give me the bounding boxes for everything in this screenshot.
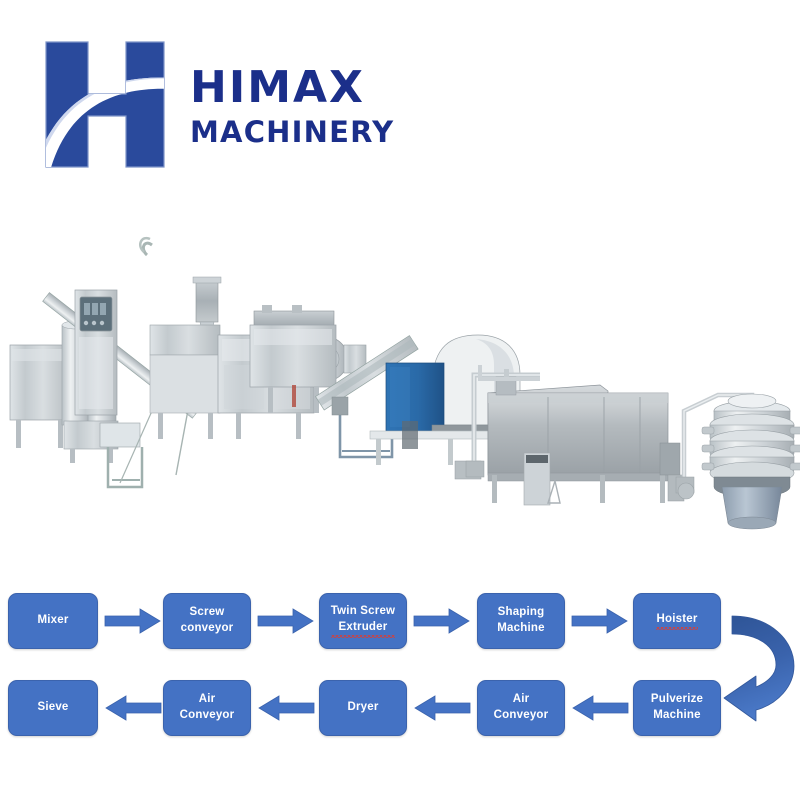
flow-step-label-line1: Twin Screw [330, 605, 396, 618]
flow-step-label-line2: Machine [653, 709, 701, 721]
flow-step-dryer[interactable]: Dryer [319, 680, 407, 736]
brand-wordmark: HIMAX MACHINERY [190, 66, 420, 147]
flow-step-label-line2: Conveyor [179, 709, 235, 721]
flow-connector-hoister-to-pulverize-curve [723, 615, 795, 722]
flow-step-label: Dryer [347, 701, 379, 714]
brand-tagline: MACHINERY [190, 115, 395, 149]
flow-step-air-conveyor-1[interactable]: Air Conveyor [477, 680, 565, 736]
air-conveyor-duct [465, 372, 540, 478]
brand-name: HIMAX [190, 62, 365, 113]
flow-arrow-air-conveyor-to-sieve [105, 695, 162, 721]
flow-arrow-extruder-to-shaping-machine [413, 608, 470, 634]
flow-step-label-line1: Air [512, 693, 530, 706]
control-cabinet-unit [74, 289, 118, 416]
himax-h-mark-icon [40, 38, 170, 171]
flow-step-air-conveyor-2[interactable]: Air Conveyor [163, 680, 251, 736]
flow-step-label-misspelled: Hoister [656, 612, 698, 630]
flow-step-label-line1: Shaping [497, 606, 545, 619]
flow-step-label: Mixer [37, 614, 69, 627]
flow-step-label-line1: Air [198, 693, 216, 706]
flow-arrow-screw-conveyor-to-extruder [257, 608, 314, 634]
flow-step-label-line2-misspelled: Extruder [330, 620, 396, 638]
flow-step-label-line1: Pulverize [650, 693, 704, 706]
flow-step-screw-conveyor[interactable]: Screw conveyor [163, 593, 251, 649]
flow-step-pulverize-machine[interactable]: Pulverize Machine [633, 680, 721, 736]
flow-step-hoister[interactable]: Hoister [633, 593, 721, 649]
flow-arrow-mixer-to-screw-conveyor [104, 608, 161, 634]
production-line-photo [0, 225, 800, 535]
flow-arrow-shaping-machine-to-hoister [571, 608, 628, 634]
flow-step-shaping-machine[interactable]: Shaping Machine [477, 593, 565, 649]
flow-step-label-line2: conveyor [180, 622, 234, 634]
multilayer-dryer-unit [478, 365, 685, 506]
flow-step-sieve[interactable]: Sieve [8, 680, 98, 736]
flow-arrow-air-conveyor-to-dryer [414, 695, 471, 721]
flow-arrow-dryer-to-air-conveyor [258, 695, 315, 721]
flow-arrow-pulverize-to-air-conveyor [572, 695, 629, 721]
flow-step-label-line2: Machine [497, 622, 545, 634]
brand-logo: HIMAX MACHINERY [40, 38, 420, 173]
rotary-vibrating-sieve-unit [701, 393, 800, 530]
process-flow-diagram: Mixer Screw conveyor Twin Screw Extruder… [0, 560, 800, 760]
flow-step-twin-screw-extruder[interactable]: Twin Screw Extruder [319, 593, 407, 649]
shaping-machine-unit [249, 305, 337, 413]
flow-step-label-line2: Conveyor [493, 709, 549, 721]
flow-step-label-line1: Screw [189, 606, 225, 619]
flow-step-label: Sieve [37, 701, 69, 714]
flow-step-mixer[interactable]: Mixer [8, 593, 98, 649]
